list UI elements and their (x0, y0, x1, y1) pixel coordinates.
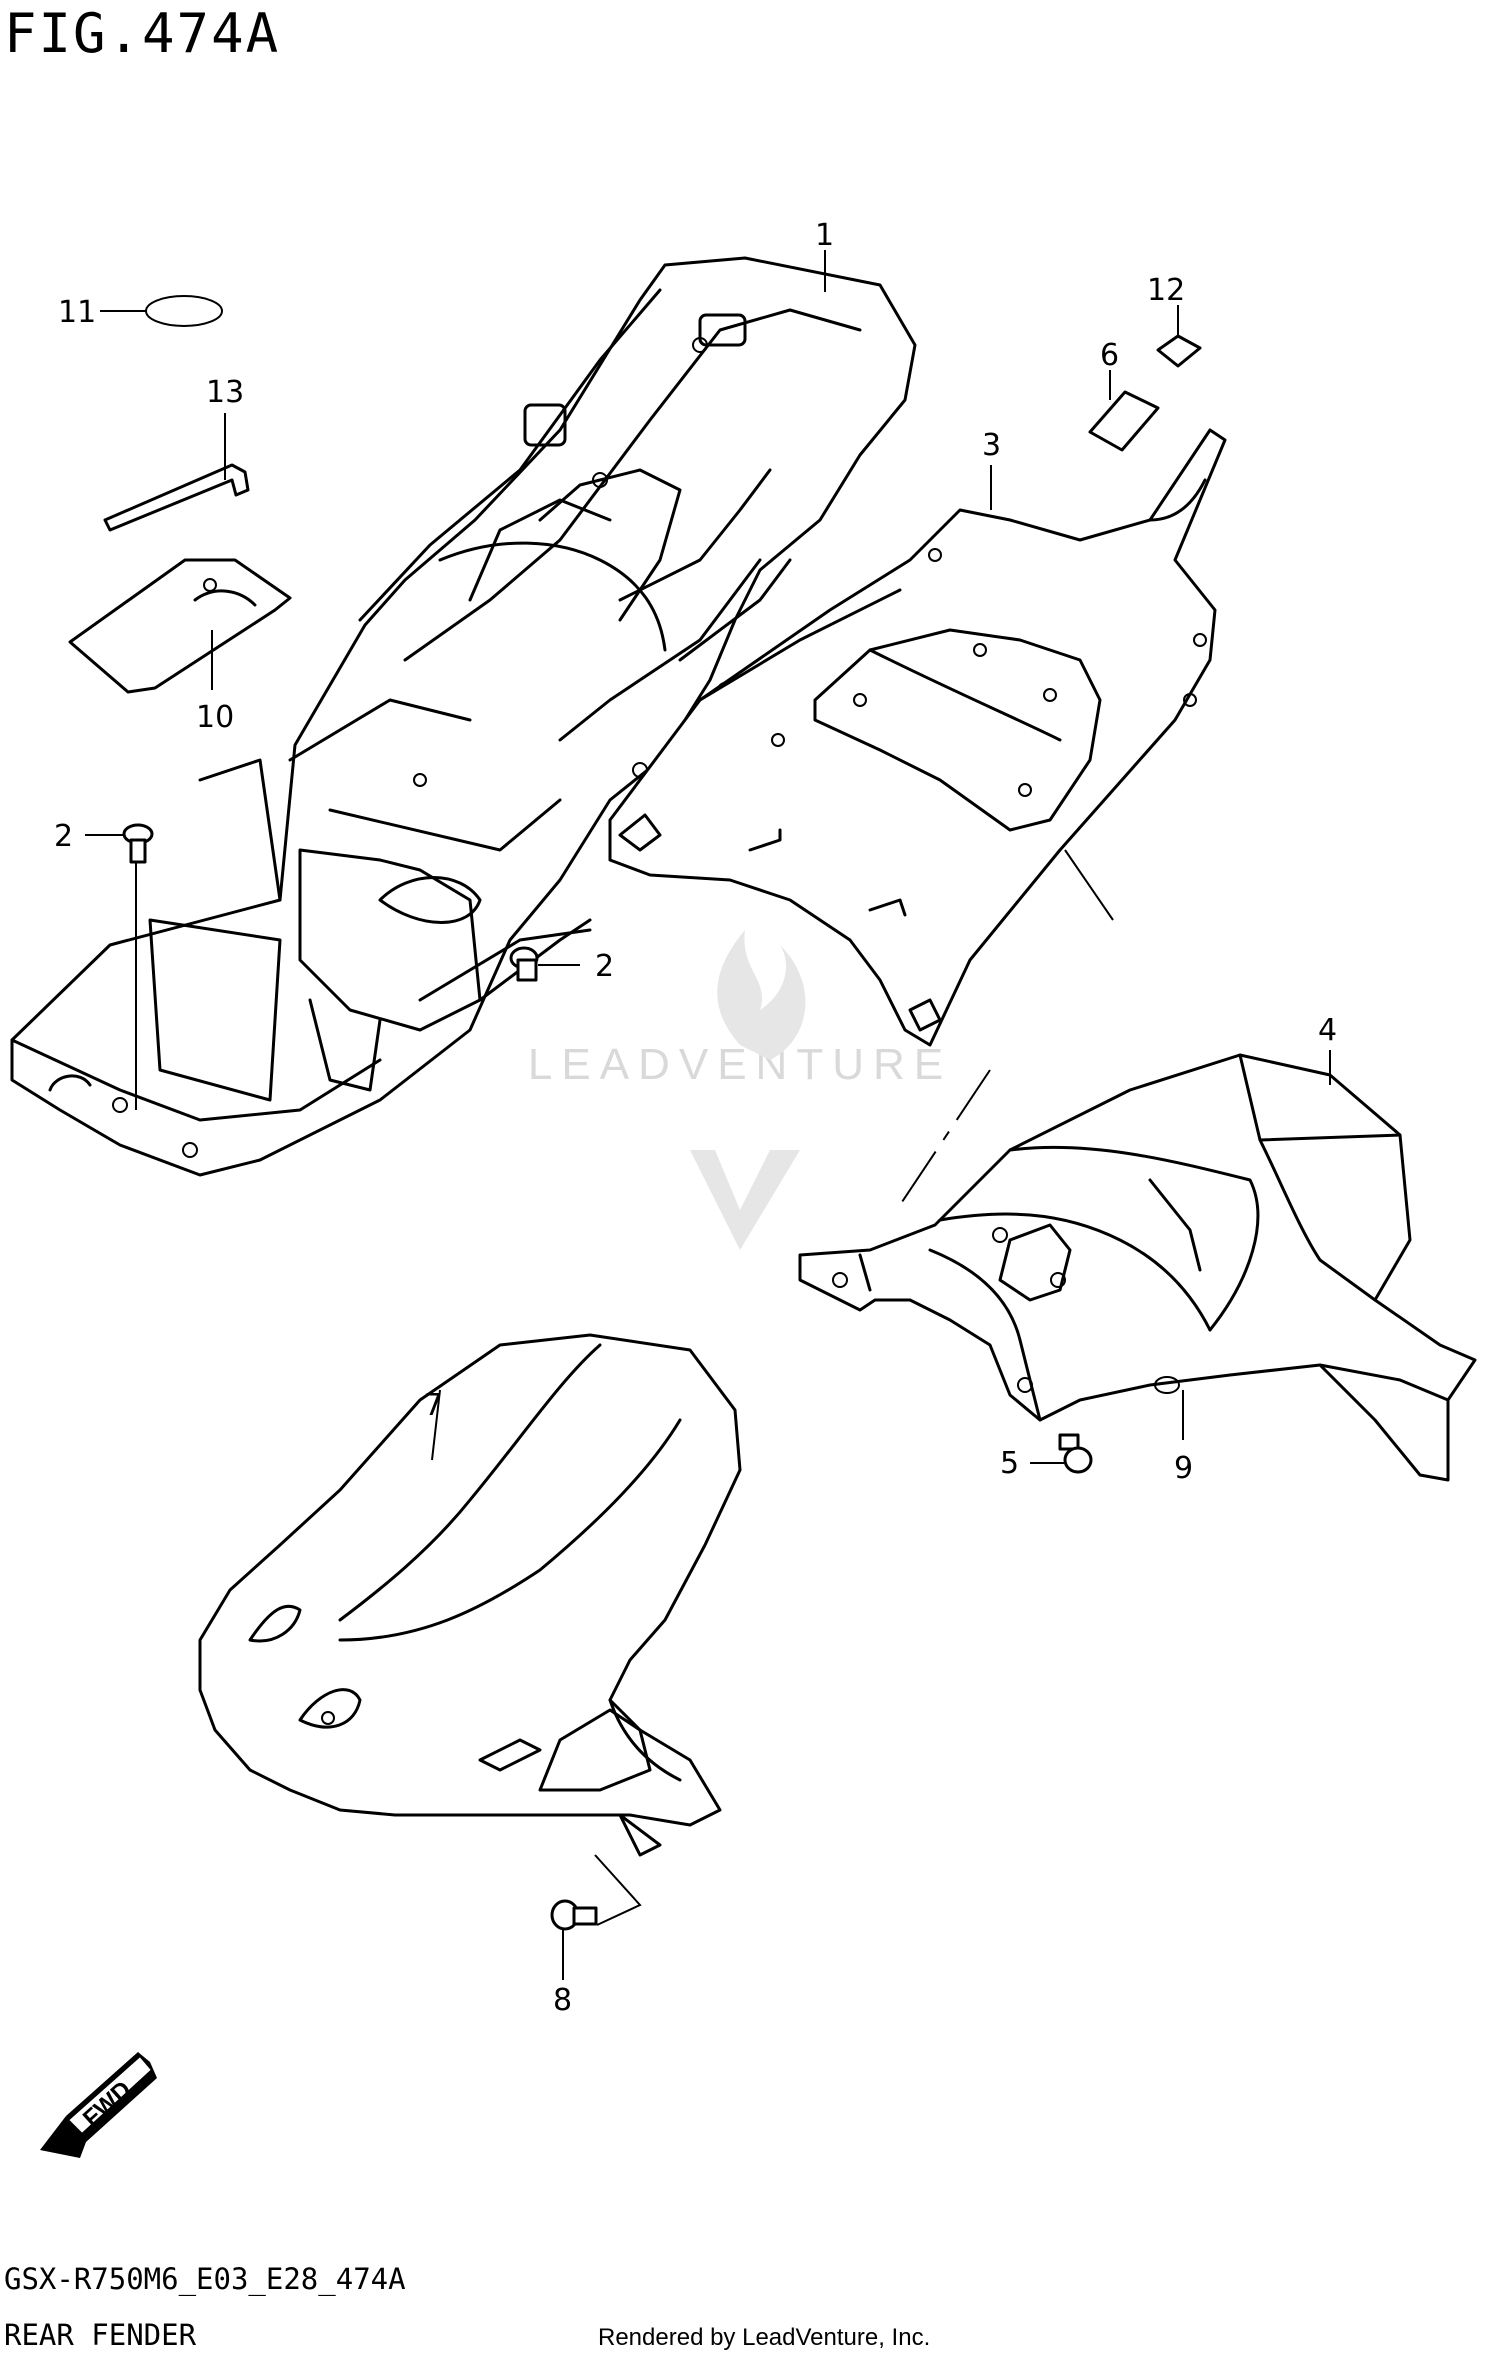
callout-7: 7 (424, 1388, 443, 1423)
figure-title: FIG.474A (4, 2, 281, 65)
part-bolt-2a[interactable] (122, 823, 154, 864)
callout-2a: 2 (54, 819, 73, 854)
leader-lines (85, 250, 1331, 1980)
fwd-arrow-icon: FWD (40, 2052, 157, 2158)
part-tool-bag[interactable] (68, 558, 292, 694)
part-hex-wrench[interactable] (103, 463, 250, 532)
render-credit: Rendered by LeadVenture, Inc. (598, 2324, 931, 2351)
part-o-ring[interactable] (145, 295, 223, 327)
callout-13: 13 (206, 375, 244, 410)
callout-10: 10 (196, 700, 234, 735)
group-name: REAR FENDER (4, 2318, 197, 2352)
part-rear-fender-lower[interactable] (798, 1053, 1477, 1482)
watermark-logo (690, 930, 806, 1250)
callout-5: 5 (1000, 1446, 1019, 1481)
watermark-text: LEADVENTURE (527, 1040, 953, 1089)
callout-4: 4 (1318, 1013, 1337, 1048)
part-label-12[interactable] (1156, 334, 1202, 368)
callout-9: 9 (1174, 1451, 1193, 1486)
part-label-6[interactable] (1088, 390, 1160, 452)
part-bolt-5[interactable] (1058, 1433, 1093, 1474)
part-front-fender[interactable] (198, 1333, 742, 1857)
callout-8: 8 (553, 1983, 572, 2018)
callout-12: 12 (1147, 273, 1185, 308)
model-code: GSX-R750M6_E03_E28_474A (4, 2262, 406, 2296)
callout-3: 3 (982, 428, 1001, 463)
callout-11: 11 (58, 295, 96, 330)
callout-6: 6 (1100, 338, 1119, 373)
callout-2b: 2 (595, 949, 614, 984)
part-bolt-8[interactable] (550, 1899, 598, 1931)
part-rear-fender-inner[interactable] (10, 256, 917, 1177)
part-fender-cover[interactable] (608, 428, 1227, 1047)
callout-1: 1 (815, 218, 834, 253)
part-bolt-2b[interactable] (509, 946, 539, 982)
part-washer-9[interactable] (1154, 1376, 1180, 1394)
